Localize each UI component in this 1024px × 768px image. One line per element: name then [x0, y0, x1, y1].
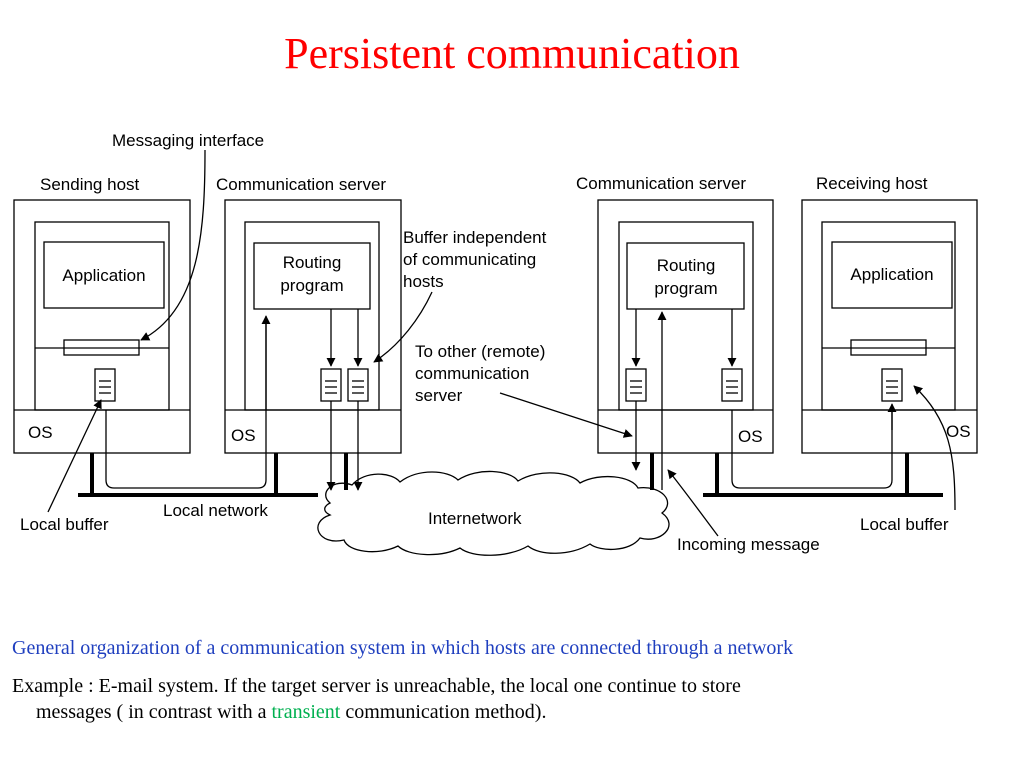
local-buffer-left-label: Local buffer [20, 515, 109, 534]
arrow-messaging-interface [140, 149, 206, 341]
local-buffer-right-label: Local buffer [860, 515, 949, 534]
comm-server-right-box [597, 199, 774, 454]
internetwork-label: Internetwork [428, 509, 522, 528]
routing-label-left-2: program [280, 276, 343, 295]
remote-note-line-1: To other (remote) [415, 342, 545, 361]
buffer-note-line-1: Buffer independent [403, 228, 547, 247]
arrow-local-buffer-right [913, 385, 956, 511]
messaging-interface-label: Messaging interface [112, 131, 264, 150]
example-line-2-after: communication method). [340, 701, 547, 723]
arrow-remote-server [499, 392, 633, 438]
queue-icon [94, 368, 116, 402]
routing-label-left-1: Routing [283, 253, 342, 272]
communication-diagram: Messaging interface Sending host Communi… [13, 131, 978, 556]
application-label-left: Application [62, 266, 145, 285]
routing-box-right [626, 242, 745, 310]
example-line-1: Example : E-mail system. If the target s… [12, 675, 741, 697]
comm-server-left-label: Communication server [216, 175, 386, 194]
remote-note-line-2: communication [415, 364, 529, 383]
local-network-left [105, 318, 267, 489]
receiving-host-box [801, 199, 978, 454]
routing-label-right-2: program [654, 279, 717, 298]
os-label-comm-server-right: OS [738, 427, 763, 446]
application-label-right: Application [850, 265, 933, 284]
arrow-buffer-independent [373, 291, 433, 363]
sending-host-box [13, 199, 191, 454]
arrow-incoming-message [667, 469, 719, 537]
queue-icon [347, 368, 369, 402]
queue-icon [881, 368, 903, 402]
arrow-local-buffer-left [47, 399, 102, 513]
queue-icon [320, 368, 342, 402]
routing-box-left [253, 242, 371, 310]
example-text: Example : E-mail system. If the target s… [12, 673, 1002, 725]
queue-icon [625, 368, 647, 402]
local-network-right [731, 410, 893, 489]
application-box-right [831, 241, 953, 309]
page-title: Persistent communication [284, 29, 740, 78]
sending-host-label: Sending host [40, 175, 140, 194]
os-label-receiving-host: OS [946, 422, 971, 441]
messaging-interface-slot-left [63, 339, 140, 356]
diagram-caption: General organization of a communication … [12, 637, 794, 659]
os-label-sending-host: OS [28, 423, 53, 442]
messaging-interface-slot-right [850, 339, 927, 356]
internetwork-cloud [317, 470, 670, 556]
network-bars [78, 453, 943, 497]
example-line-2: messages ( in contrast with a transient … [12, 699, 1002, 725]
transient-highlight: transient [271, 701, 341, 723]
application-box-left [43, 241, 165, 309]
incoming-message-label: Incoming message [677, 535, 820, 554]
buffer-note-line-2: of communicating [403, 250, 536, 269]
example-line-2-before: messages ( in contrast with a [36, 701, 272, 723]
local-network-label: Local network [163, 501, 268, 520]
receiving-host-label: Receiving host [816, 174, 928, 193]
routing-label-right-1: Routing [657, 256, 716, 275]
remote-note-line-3: server [415, 386, 463, 405]
comm-server-right-label: Communication server [576, 174, 746, 193]
queue-icon [721, 368, 743, 402]
buffer-note-line-3: hosts [403, 272, 444, 291]
comm-server-left-box [224, 199, 402, 454]
os-label-comm-server-left: OS [231, 426, 256, 445]
